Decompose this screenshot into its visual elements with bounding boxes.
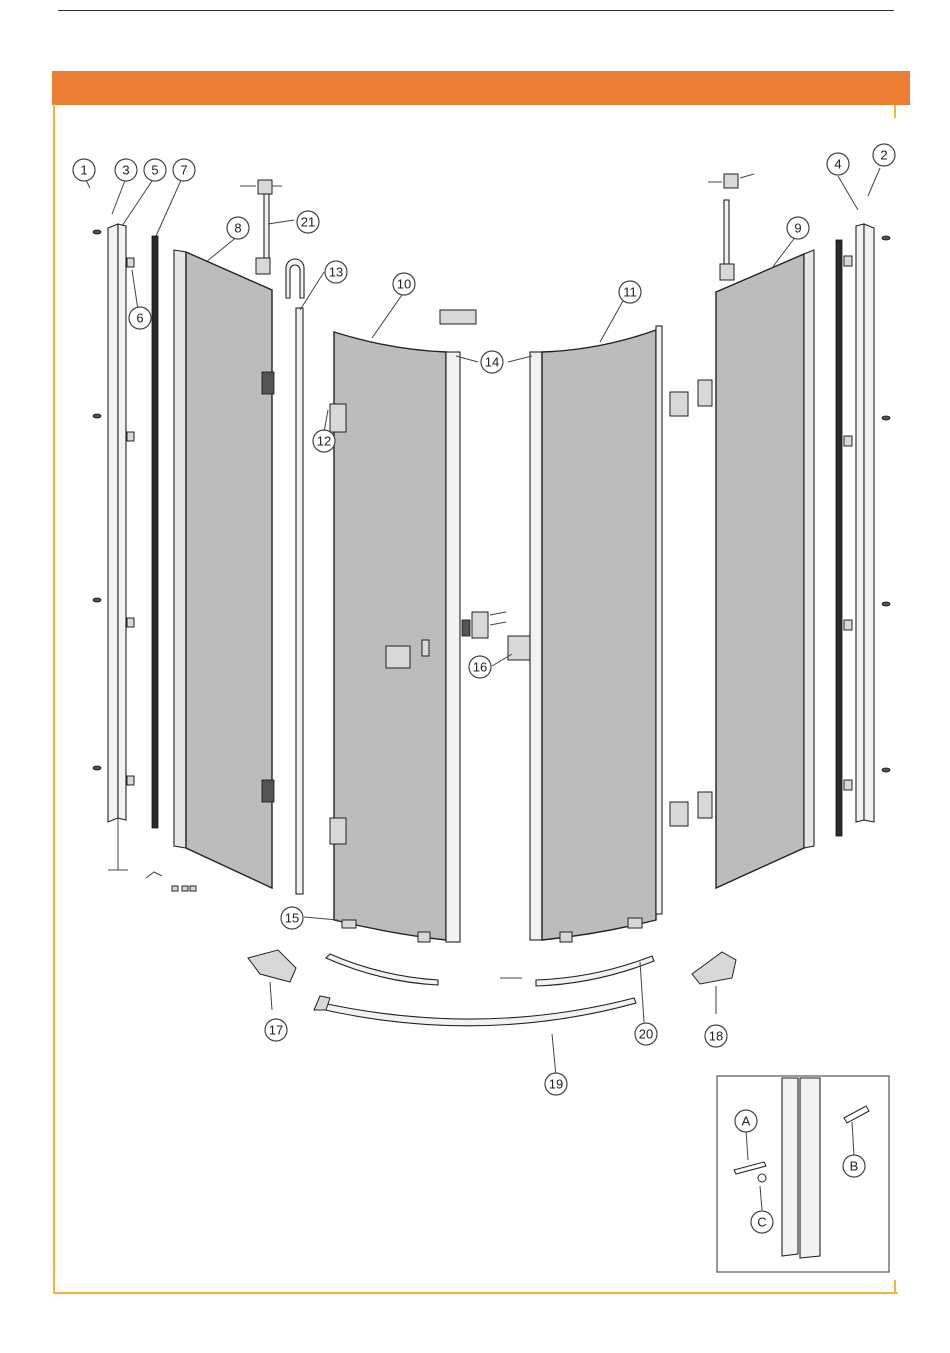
callout-2: 2 [873,144,895,166]
callout-3: 3 [115,159,137,181]
callout-label: 16 [473,660,487,675]
callout-label: 7 [180,163,187,178]
callout-label: 19 [549,1077,563,1092]
callout-label: 1 [80,163,87,178]
left-wall-profile [108,224,128,870]
inset-callout-c: C [751,1211,773,1233]
callout-14: 14 [481,351,503,373]
callout-label: 3 [122,163,129,178]
right-curved-door [530,326,662,942]
right-fixed-panel [670,250,814,888]
callout-4: 4 [827,153,849,175]
callout-7: 7 [173,159,195,181]
callout-1: 1 [73,159,95,181]
callout-6: 6 [129,307,151,329]
left-fixed-panel [172,250,274,891]
callout-16: 16 [469,656,491,678]
detail-inset [717,1076,889,1272]
callout-label: 17 [269,1023,283,1038]
callout-label: B [850,1159,859,1174]
callout-5: 5 [144,159,166,181]
inset-callout-a: A [735,1110,757,1132]
callout-label: 13 [329,265,343,280]
bottom-sweep-main [314,996,636,1026]
callout-label: 6 [136,311,143,326]
left-curved-door [330,332,460,942]
callout-15: 15 [281,907,303,929]
callout-label: 15 [285,911,299,926]
callout-19: 19 [545,1073,567,1095]
callout-label: C [757,1215,766,1230]
bottom-right-cap [692,952,736,1014]
callout-label: 2 [880,148,887,163]
callout-21: 21 [297,211,319,233]
callout-13: 13 [325,261,347,283]
callout-label: 4 [834,157,841,172]
callout-10: 10 [393,273,415,295]
callout-9: 9 [787,217,809,239]
callout-label: 9 [794,221,801,236]
left-seal-strip [146,236,162,878]
callout-label: 20 [639,1027,653,1042]
callout-label: 8 [234,221,241,236]
callout-label: 11 [623,285,637,300]
callout-label: 21 [301,215,315,230]
callout-17: 17 [265,1019,287,1041]
door-seal-left [296,308,303,894]
right-stabilizer-bar [708,174,754,280]
right-wall-profile [844,224,890,822]
callout-18: 18 [705,1025,727,1047]
callout-8: 8 [227,217,249,239]
right-seal-strip [836,240,842,836]
top-connector [440,310,476,324]
callout-11: 11 [619,281,641,303]
inset-callout-b: B [843,1155,865,1177]
callout-label: 12 [317,434,331,449]
bottom-sweep-upper-right [500,956,654,986]
callout-label: 5 [151,163,158,178]
callout-12: 12 [313,430,335,452]
callout-label: A [742,1114,751,1129]
callout-label: 18 [709,1029,723,1044]
callout-label: 14 [485,355,499,370]
bottom-sweep-upper-left [326,954,438,985]
bottom-left-cap [248,950,296,1010]
callout-label: 10 [397,277,411,292]
handle-assembly [462,612,530,660]
callout-20: 20 [635,1023,657,1045]
u-clip [286,259,304,298]
